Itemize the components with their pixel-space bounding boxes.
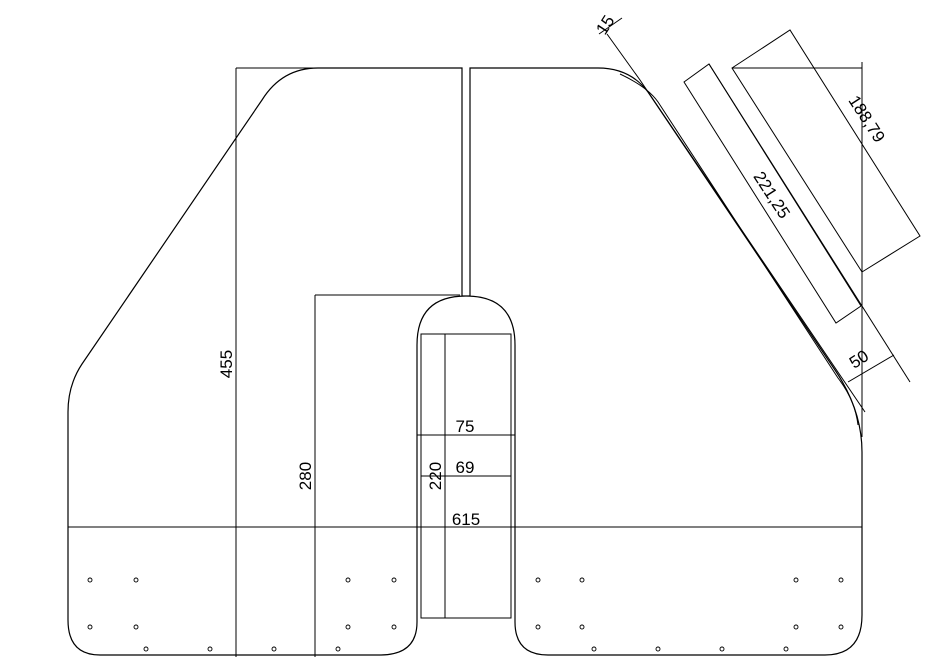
- hole: [207, 646, 213, 652]
- dim-221-extension: [708, 63, 911, 383]
- panel-outline: [67, 67, 863, 656]
- mounting-holes: [87, 577, 844, 652]
- hole: [271, 646, 277, 652]
- dim-69-label: 69: [456, 458, 475, 477]
- dim-50-label: 50: [846, 346, 872, 372]
- hole: [335, 646, 341, 652]
- dim-455-label: 455: [217, 350, 236, 378]
- hole: [655, 646, 661, 652]
- hole: [535, 624, 541, 630]
- hole: [87, 577, 93, 583]
- hole: [591, 646, 597, 652]
- dim-615-label: 615: [452, 510, 480, 529]
- hole: [838, 577, 844, 583]
- dim-280-label: 280: [296, 462, 315, 490]
- dim-15-label: 15: [592, 12, 618, 38]
- hole: [579, 624, 585, 630]
- hole: [133, 577, 139, 583]
- dim-75-label: 75: [456, 417, 475, 436]
- hole: [719, 646, 725, 652]
- hole: [345, 624, 351, 630]
- hole: [793, 624, 799, 630]
- hole: [838, 624, 844, 630]
- hole: [133, 624, 139, 630]
- dim-188-box: [731, 29, 921, 273]
- hole: [345, 577, 351, 583]
- hole: [783, 646, 789, 652]
- hole: [391, 577, 397, 583]
- hole: [579, 577, 585, 583]
- chamfer-offset-line: [619, 73, 859, 426]
- chamfer-offset-line-2: [606, 33, 866, 413]
- dim-221-label: 221,25: [749, 168, 793, 222]
- dim-221-box: [683, 63, 862, 324]
- hole: [87, 624, 93, 630]
- dim-15-line: [598, 17, 623, 35]
- hole: [143, 646, 149, 652]
- hole: [535, 577, 541, 583]
- dim-50-line: [847, 354, 895, 383]
- dim-188-label: 188,79: [844, 92, 888, 146]
- hole: [391, 624, 397, 630]
- hole: [793, 577, 799, 583]
